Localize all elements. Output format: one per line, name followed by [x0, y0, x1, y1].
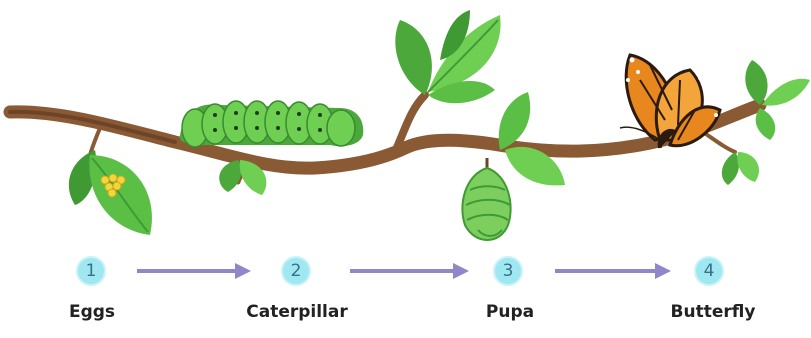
stage-2-number: 2	[281, 256, 311, 286]
stage-4-label: Butterfly	[671, 302, 756, 322]
stage-3-label: Pupa	[486, 302, 534, 322]
stage-2-label: Caterpillar	[246, 302, 348, 322]
arrow-3-to-4	[555, 269, 657, 273]
leaf-cluster-top	[395, 10, 500, 103]
pupa	[462, 158, 510, 240]
butterfly	[620, 55, 720, 148]
stage-1-label: Eggs	[69, 302, 115, 322]
stage-3-number: 3	[493, 256, 523, 286]
stage-1-number: 1	[76, 256, 106, 286]
caterpillar	[180, 101, 364, 147]
arrow-2-to-3	[350, 269, 455, 273]
stage-4-number: 4	[694, 256, 724, 286]
leaf-cluster-right	[722, 60, 810, 185]
pupa-leaves	[499, 92, 565, 185]
arrow-1-to-2	[137, 269, 237, 273]
egg-leaf	[69, 150, 152, 235]
